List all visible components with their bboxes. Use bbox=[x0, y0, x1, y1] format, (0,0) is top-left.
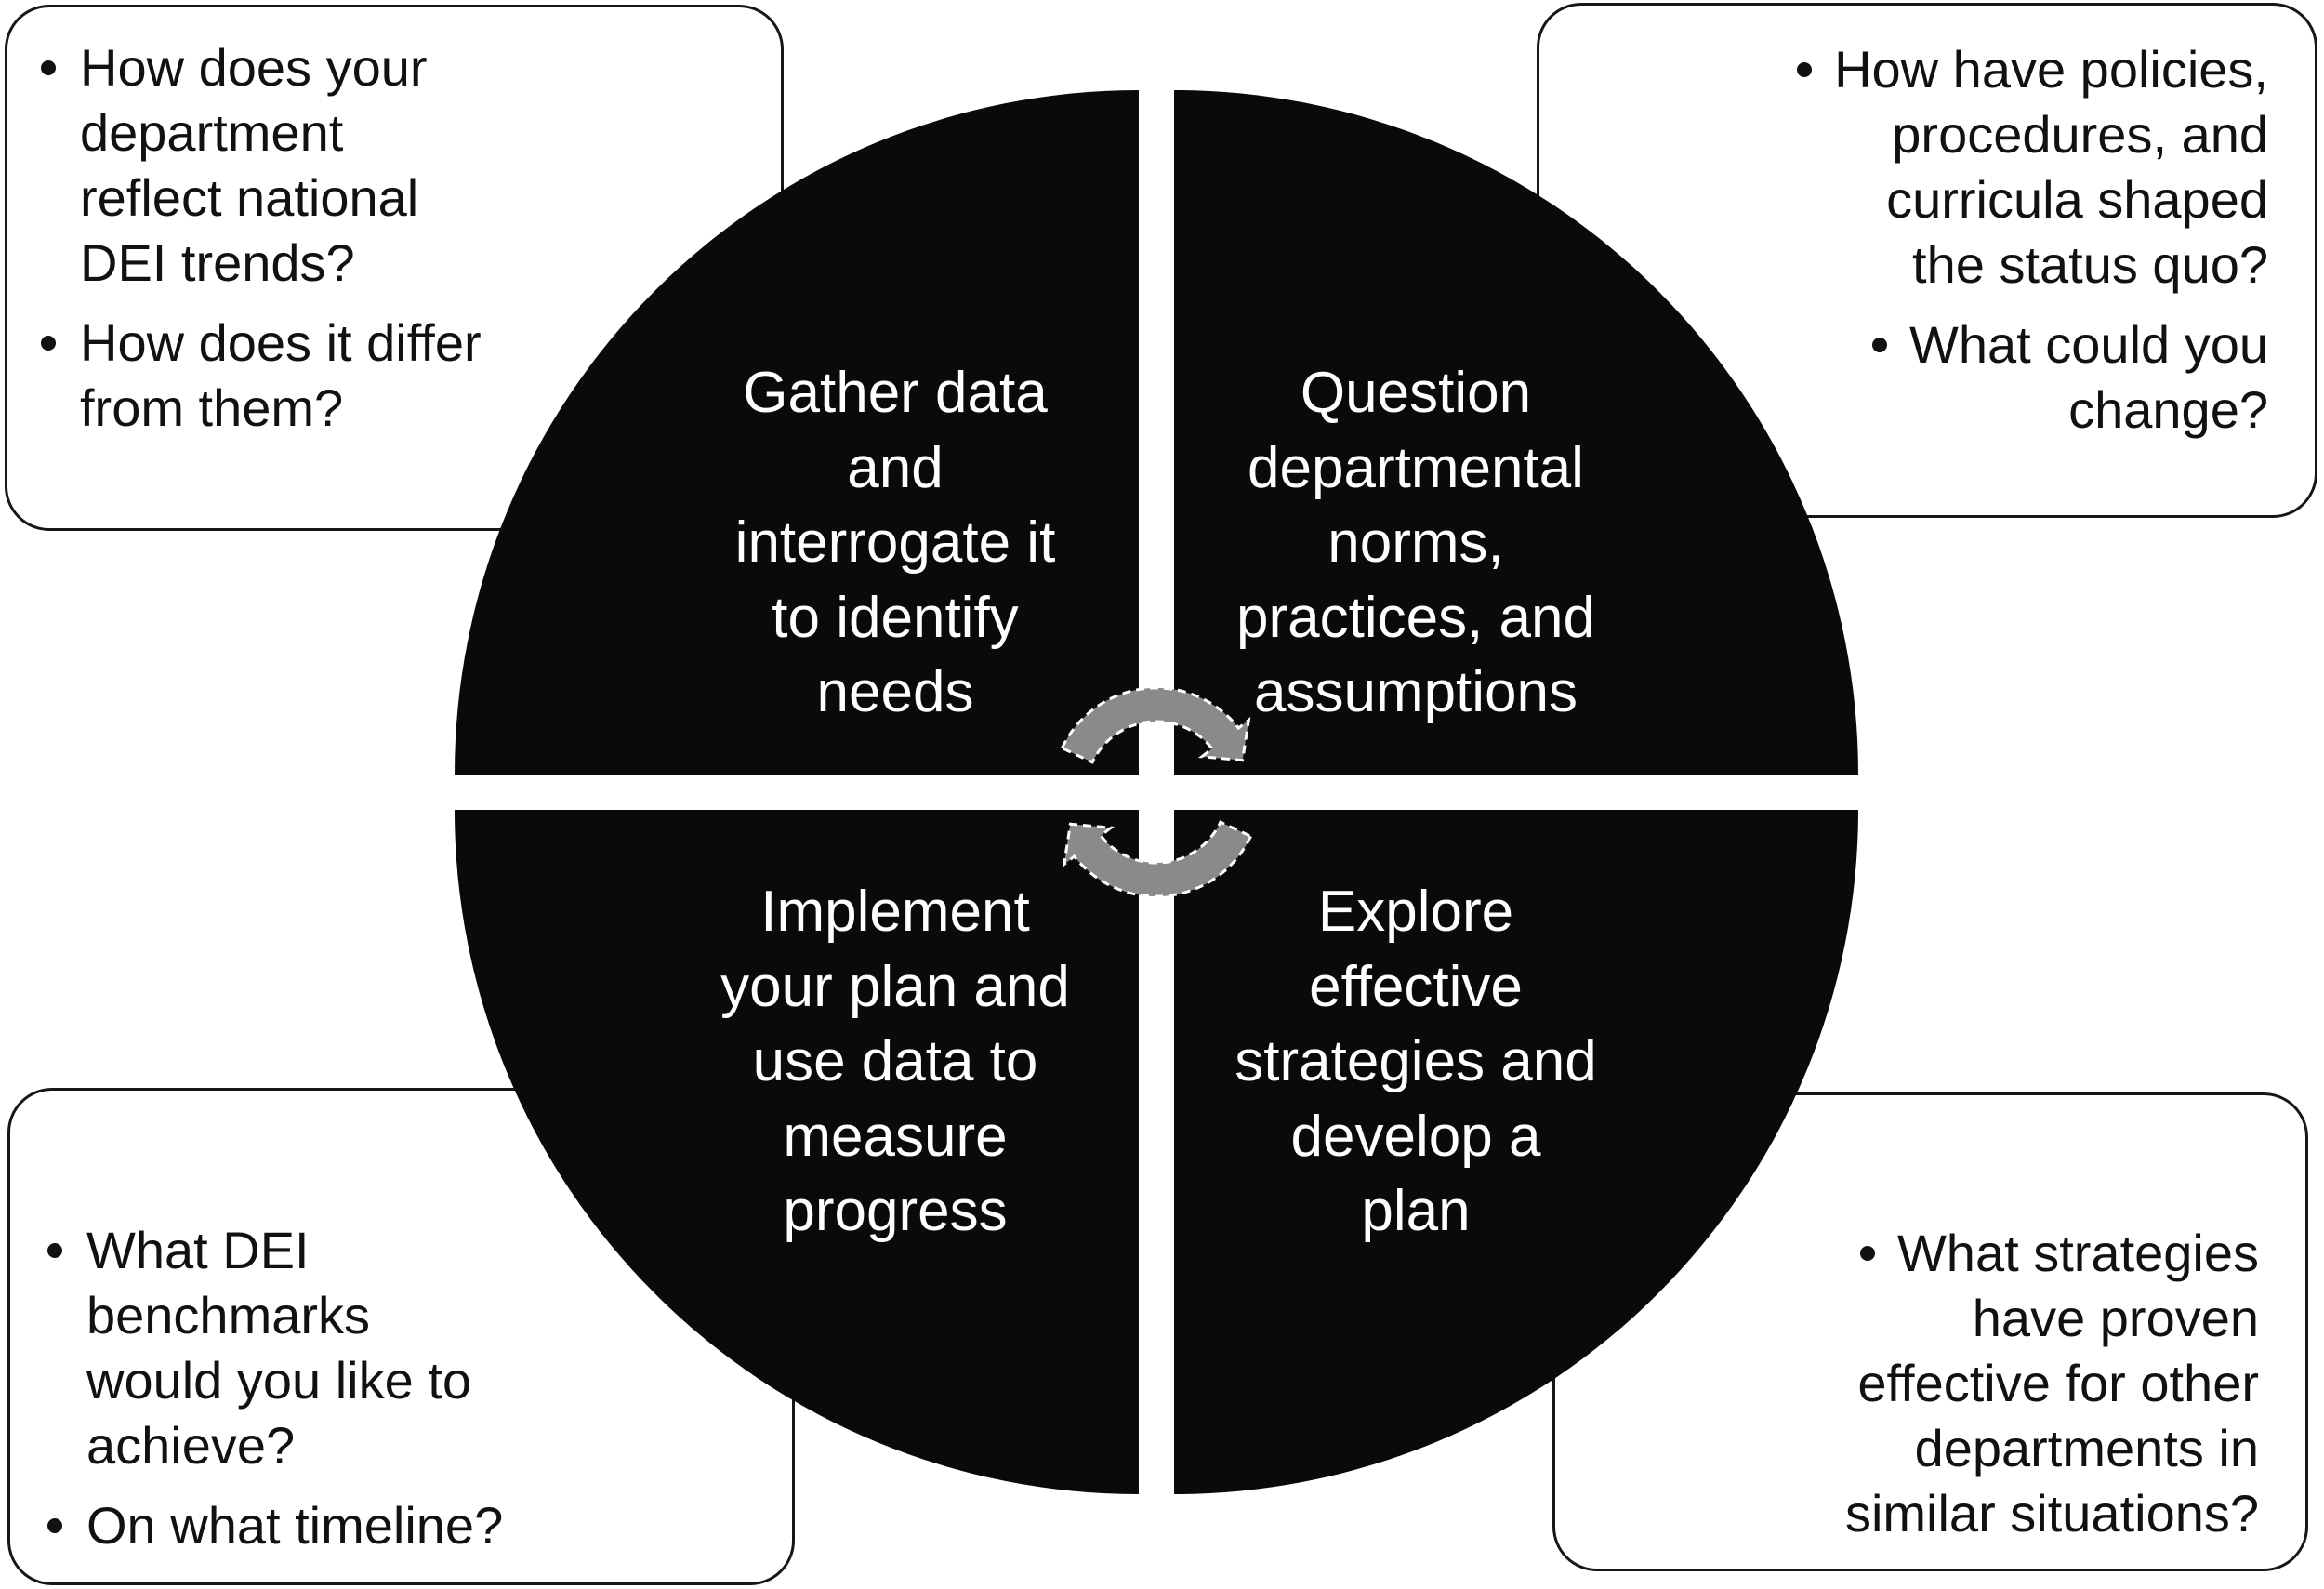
callout-text: How does it differ from them? bbox=[80, 313, 482, 437]
cycle-arrows-icon bbox=[1060, 686, 1253, 898]
list-item: On what timeline? bbox=[47, 1493, 764, 1558]
quadrant-label-question-norms: Question departmental norms, practices, … bbox=[1236, 361, 1595, 725]
list-item: How does it differ from them? bbox=[41, 311, 753, 441]
bullet-icon bbox=[1872, 338, 1888, 353]
callout-text: What could you change? bbox=[1909, 315, 2268, 439]
bullet-icon bbox=[47, 1243, 62, 1258]
callout-box-top-left: How does your department reflect nationa… bbox=[5, 5, 784, 531]
quadrant-label-explore-strategies: Explore effective strategies and develop… bbox=[1235, 880, 1597, 1244]
bullet-icon bbox=[1797, 62, 1813, 78]
bullet-icon bbox=[1859, 1246, 1875, 1262]
callout-text: What DEI benchmarks would you like to ac… bbox=[86, 1221, 472, 1475]
list-item: What DEI benchmarks would you like to ac… bbox=[47, 1218, 764, 1478]
bullet-icon bbox=[47, 1518, 62, 1533]
callout-text: On what timeline? bbox=[86, 1496, 504, 1555]
cycle-circle bbox=[455, 90, 1858, 1494]
list-item: How have policies, procedures, and curri… bbox=[1567, 37, 2268, 298]
callout-text: What strategies have proven effective fo… bbox=[1844, 1224, 2259, 1543]
callout-text: How have policies, procedures, and curri… bbox=[1834, 40, 2268, 294]
callout-text: How does your department reflect nationa… bbox=[80, 38, 428, 292]
cycle-arrow-top bbox=[1060, 686, 1251, 764]
quadrant-label-implement-plan: Implement your plan and use data to meas… bbox=[720, 880, 1070, 1244]
cycle-arrow-bottom bbox=[1062, 820, 1253, 898]
bullet-icon bbox=[41, 60, 56, 75]
quadrant-label-gather-data: Gather data and interrogate it to identi… bbox=[734, 361, 1056, 725]
list-item: How does your department reflect nationa… bbox=[41, 35, 753, 296]
list-item: What strategies have proven effective fo… bbox=[1583, 1221, 2259, 1546]
callout-box-bottom-right: What strategies have proven effective fo… bbox=[1552, 1092, 2308, 1571]
bullet-icon bbox=[41, 336, 56, 351]
list-item: What could you change? bbox=[1567, 312, 2268, 443]
